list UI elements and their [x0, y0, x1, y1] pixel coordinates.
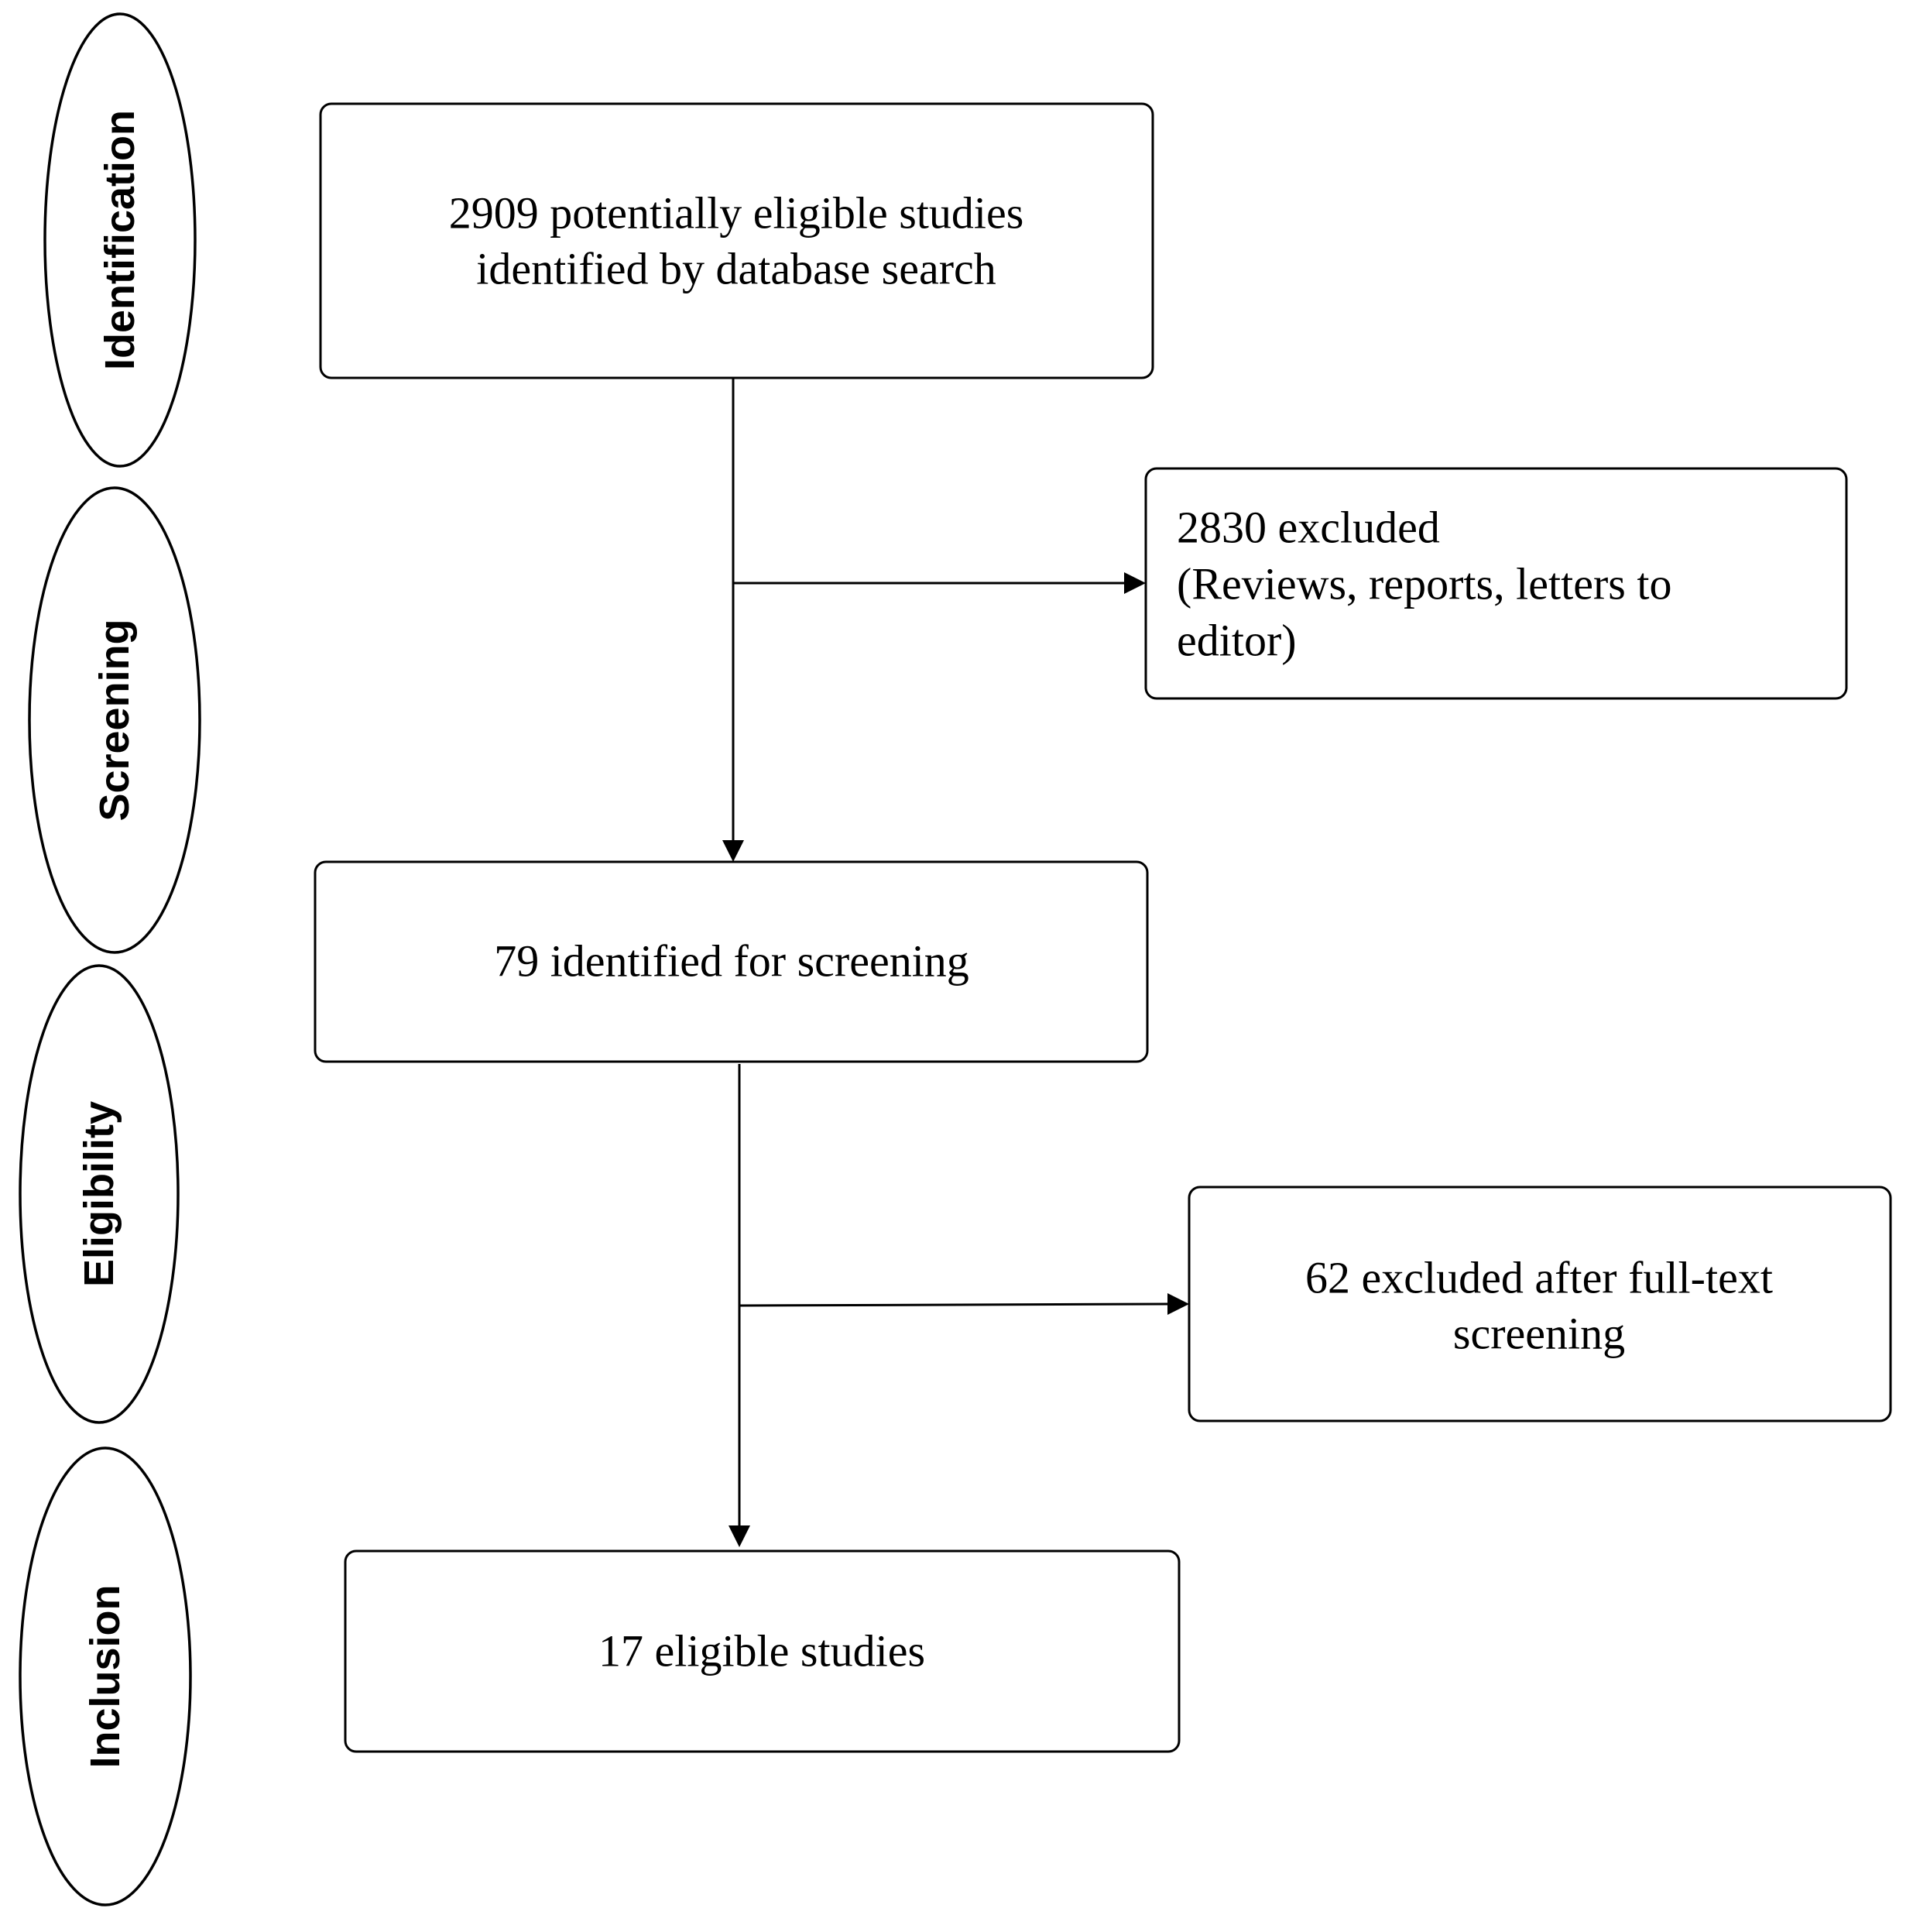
arrowhead-to-excluded-screening	[1124, 572, 1146, 594]
stage-eligibility: Eligibility	[19, 964, 180, 1424]
stage-screening-label: Screening	[91, 619, 138, 821]
box-screened-line1: 79 identified for screening	[494, 936, 969, 987]
arrowhead-to-screened	[722, 840, 744, 862]
box-identified: 2909 potentially eligible studies identi…	[319, 102, 1154, 379]
arrowhead-to-excluded-fulltext	[1167, 1293, 1189, 1315]
box-excluded-fulltext-line2: screening	[1453, 1309, 1625, 1359]
box-excluded-screening-line2: (Reviews, reports, letters to	[1177, 559, 1671, 609]
box-excluded-fulltext: 62 excluded after full-text screening	[1188, 1186, 1892, 1422]
box-screened-frame	[314, 860, 1149, 1063]
stage-screening: Screening	[28, 486, 201, 954]
stage-inclusion-ellipse	[19, 1446, 192, 1906]
stage-identification-label: Identification	[97, 110, 143, 370]
box-excluded-fulltext-frame	[1188, 1186, 1892, 1422]
box-identified-frame	[319, 102, 1154, 379]
box-identified-line2: identified by database search	[476, 244, 996, 294]
connector-to-excluded-fulltext	[739, 1302, 1168, 1307]
box-excluded-screening-line3: editor)	[1177, 616, 1297, 666]
stage-inclusion: Inclusion	[19, 1446, 192, 1906]
box-excluded-screening-frame	[1144, 467, 1848, 700]
arrowhead-to-included	[729, 1525, 750, 1547]
stage-identification-ellipse	[43, 12, 197, 468]
box-included: 17 eligible studies	[344, 1549, 1181, 1753]
stage-eligibility-ellipse	[19, 964, 180, 1424]
connectors	[722, 378, 1189, 1547]
stage-eligibility-label: Eligibility	[76, 1101, 122, 1287]
box-excluded-screening-line1: 2830 excluded	[1177, 503, 1440, 553]
box-included-frame	[344, 1549, 1181, 1753]
box-identified-line1: 2909 potentially eligible studies	[449, 188, 1024, 238]
stage-inclusion-label: Inclusion	[82, 1584, 129, 1768]
box-excluded-fulltext-line1: 62 excluded after full-text	[1305, 1253, 1773, 1303]
box-screened: 79 identified for screening	[314, 860, 1149, 1063]
stage-identification: Identification	[43, 12, 197, 468]
stage-screening-ellipse	[28, 486, 201, 954]
box-included-line1: 17 eligible studies	[598, 1626, 925, 1676]
box-excluded-screening: 2830 excluded (Reviews, reports, letters…	[1144, 467, 1848, 700]
